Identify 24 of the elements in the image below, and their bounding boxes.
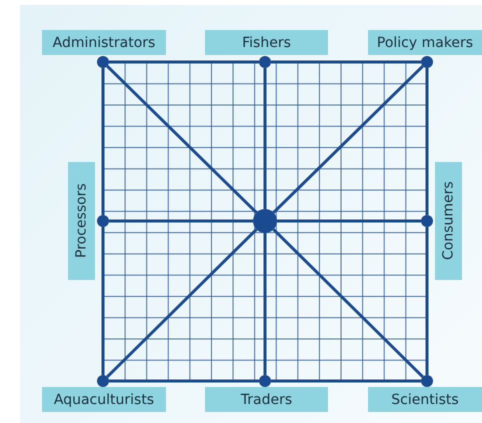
connector-line	[106, 228, 258, 378]
connector-line	[102, 227, 104, 375]
role-label: Processors	[68, 162, 95, 280]
connector-line	[106, 65, 258, 214]
role-label: Administrators	[42, 30, 166, 55]
role-label: Fishers	[205, 30, 328, 55]
connector-line	[102, 68, 104, 215]
connector-line	[277, 220, 421, 222]
role-label: Consumers	[435, 162, 462, 280]
role-label: Scientists	[368, 387, 482, 412]
connector-line	[426, 227, 428, 375]
connector-line	[109, 60, 259, 64]
connector-line	[272, 65, 424, 214]
connector-line	[109, 220, 253, 222]
connector-line	[271, 380, 421, 382]
role-label: Traders	[205, 387, 328, 412]
connector-line	[264, 233, 266, 375]
connector-line	[264, 68, 266, 209]
role-label: Aquaculturists	[42, 387, 166, 412]
role-label: Policy makers	[368, 30, 482, 55]
connector-line	[109, 380, 259, 382]
connector-line	[272, 228, 424, 378]
connector-line	[271, 60, 421, 64]
connector-line	[426, 68, 428, 215]
